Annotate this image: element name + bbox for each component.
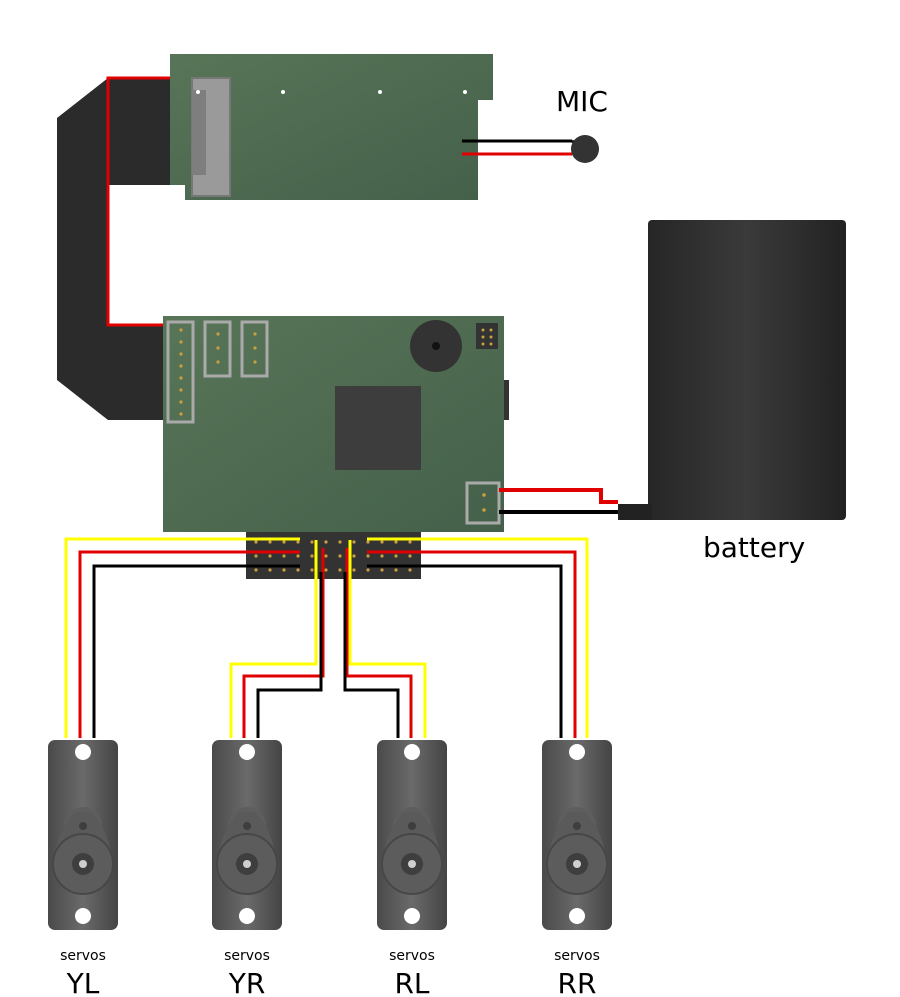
mic-icon xyxy=(571,135,599,163)
servo-name: YR xyxy=(228,967,266,997)
ribbon-socket xyxy=(166,320,195,424)
servo-wires xyxy=(64,537,589,738)
ribbon-cable xyxy=(57,76,190,420)
mic-label: MIC xyxy=(556,85,608,118)
servo-caption: servos xyxy=(224,948,270,964)
microphone xyxy=(462,135,599,163)
pin-header-small xyxy=(476,323,498,349)
battery-label: battery xyxy=(703,531,805,564)
servo-caption: servos xyxy=(60,948,106,964)
servo-name: RL xyxy=(394,967,429,997)
header-connector xyxy=(240,320,269,378)
main-board xyxy=(163,316,509,532)
servo-caption: servos xyxy=(554,948,600,964)
servo-name: YL xyxy=(66,967,100,997)
microcontroller-chip xyxy=(335,386,421,470)
battery xyxy=(499,220,846,520)
top-board xyxy=(170,54,493,200)
battery-connector xyxy=(465,481,501,525)
servo-caption: servos xyxy=(389,948,435,964)
servo-name: RR xyxy=(558,967,597,997)
header-connector xyxy=(203,320,232,378)
